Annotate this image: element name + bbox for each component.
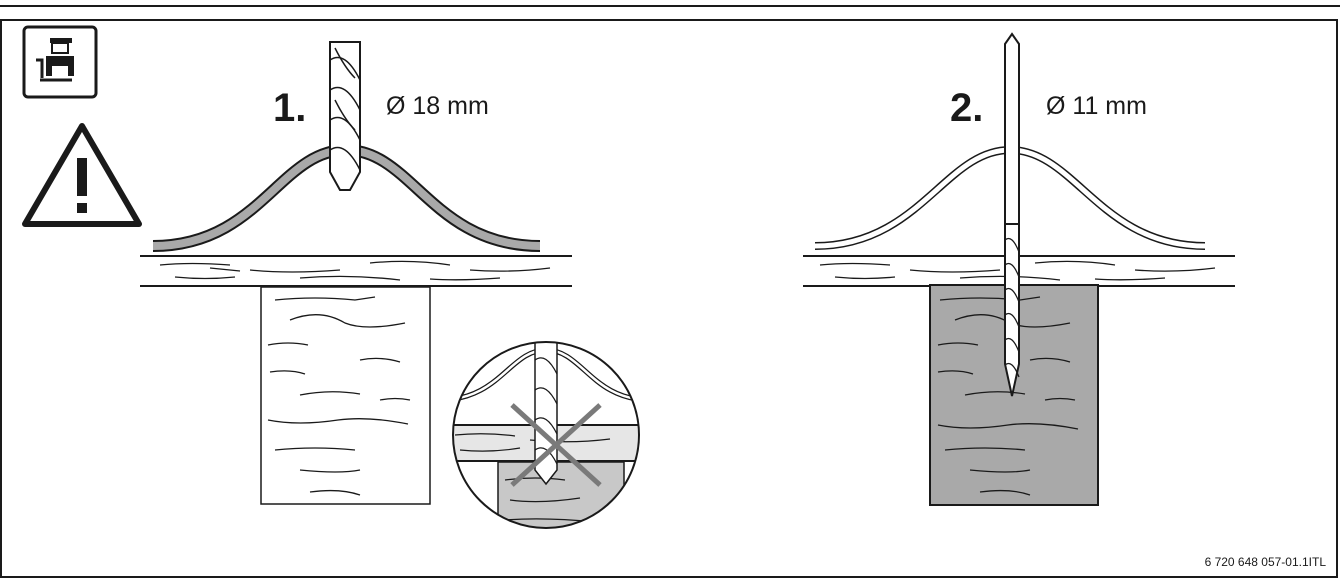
- warning-icon: [22, 123, 142, 227]
- figure-border: [0, 19, 1338, 578]
- figure-code: 6 720 648 057-01.1ITL: [1204, 555, 1326, 569]
- step1-diameter-label: Ø 18 mm: [386, 92, 489, 120]
- installer-icon: [22, 25, 98, 99]
- wrong-method-cross-icon: [510, 403, 602, 487]
- step1-number: 1.: [273, 86, 307, 130]
- step2-illustration: [803, 32, 1235, 506]
- detail-magnifier: [452, 341, 640, 529]
- drill-bit-18mm: [329, 41, 361, 191]
- step2-diameter-label: Ø 11 mm: [1046, 92, 1147, 120]
- step1-illustration: [140, 41, 640, 529]
- step2-number: 2.: [950, 86, 984, 130]
- drill-bit-11mm: [1004, 32, 1020, 397]
